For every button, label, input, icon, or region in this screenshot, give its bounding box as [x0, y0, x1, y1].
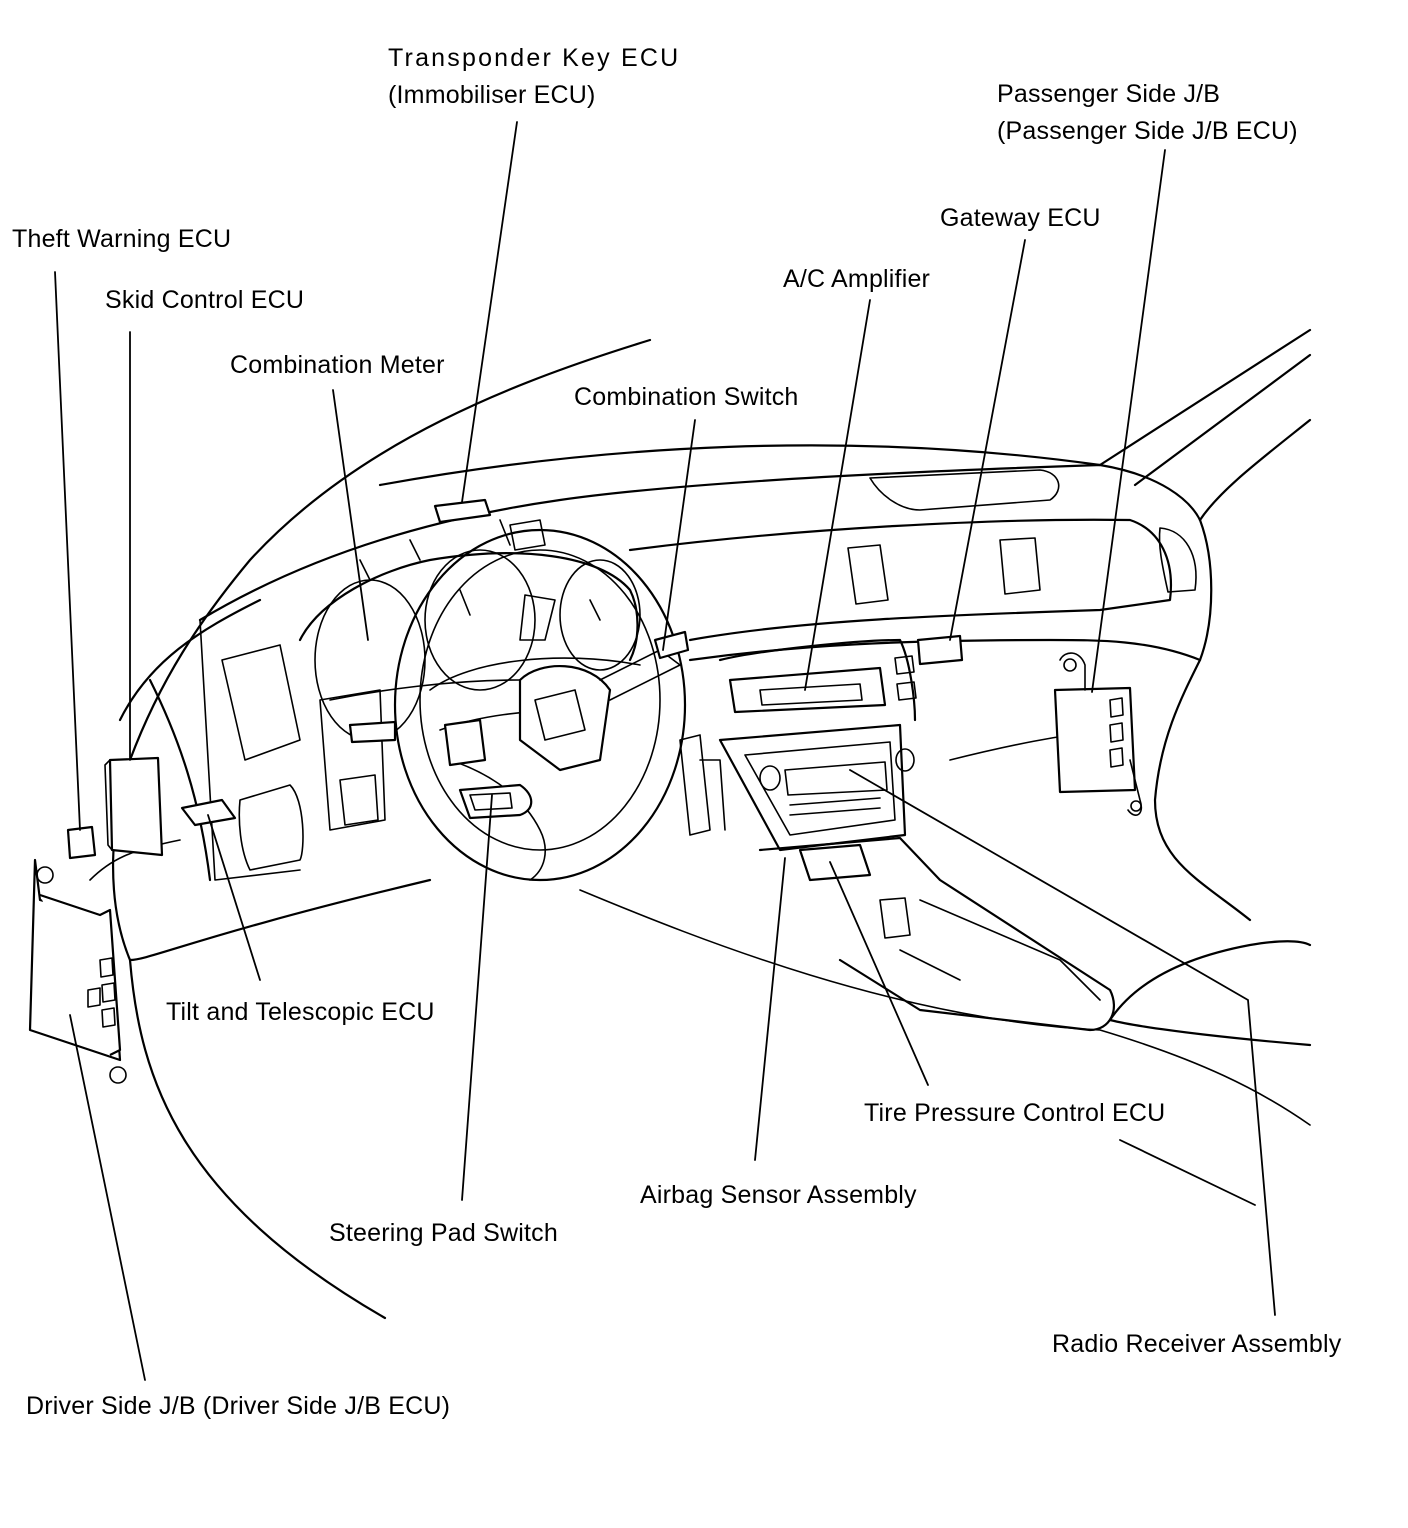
- driver-side-jb-drawing: [28, 858, 127, 1084]
- label-skid-control-ecu: Skid Control ECU: [105, 286, 305, 314]
- leader-passenger-jb: [1091, 149, 1166, 693]
- leader-steering-pad: [461, 794, 493, 1201]
- label-combination-meter: Combination Meter: [230, 351, 445, 379]
- leader-tire-pressure: [829, 861, 929, 1086]
- leader-lines: [54, 121, 1276, 1381]
- leader-theft-warning: [54, 271, 81, 831]
- leader-tilt-telescopic: [207, 814, 261, 981]
- steering-wheel-drawing: [393, 519, 690, 882]
- label-theft-warning-ecu: Theft Warning ECU: [12, 225, 232, 253]
- leader-gateway: [949, 239, 1026, 641]
- leader-airbag: [754, 857, 786, 1161]
- label-gateway-ecu: Gateway ECU: [940, 204, 1101, 232]
- passenger-side-jb-drawing: [1053, 652, 1143, 816]
- center-console-drawing: [579, 638, 1312, 1126]
- label-passenger-side-jb-ecu: (Passenger Side J/B ECU): [997, 117, 1298, 145]
- leader-transponder: [461, 121, 518, 503]
- leader-combination-meter: [332, 389, 369, 641]
- skid-control-ecu-drawing: [104, 756, 164, 857]
- label-immobiliser-ecu: (Immobiliser ECU): [388, 81, 596, 109]
- label-tilt-telescopic-ecu: Tilt and Telescopic ECU: [166, 998, 435, 1026]
- label-radio-receiver-assembly: Radio Receiver Assembly: [1052, 1330, 1342, 1358]
- leader-ac-amplifier: [804, 299, 871, 691]
- label-steering-pad-switch: Steering Pad Switch: [329, 1219, 558, 1247]
- gateway-ecu-drawing: [916, 634, 964, 666]
- label-ac-amplifier: A/C Amplifier: [783, 265, 931, 293]
- label-airbag-sensor-assembly: Airbag Sensor Assembly: [640, 1181, 917, 1209]
- label-tire-pressure-control-ecu: Tire Pressure Control ECU: [864, 1099, 1166, 1127]
- tilt-telescopic-ecu-drawing: [180, 798, 237, 827]
- windshield-outline: [111, 328, 1312, 962]
- leader-driver-jb: [69, 1014, 146, 1381]
- leader-combination-switch: [662, 419, 696, 651]
- leader-tire-pressure-tail: [1119, 1139, 1256, 1206]
- leader-radio-receiver: [849, 769, 1276, 1316]
- label-passenger-side-jb: Passenger Side J/B: [997, 80, 1221, 108]
- theft-warning-ecu-drawing: [66, 825, 97, 860]
- label-transponder-key-ecu: Transponder Key ECU: [388, 44, 681, 72]
- label-driver-side-jb: Driver Side J/B (Driver Side J/B ECU): [26, 1392, 451, 1420]
- label-combination-switch: Combination Switch: [574, 383, 799, 411]
